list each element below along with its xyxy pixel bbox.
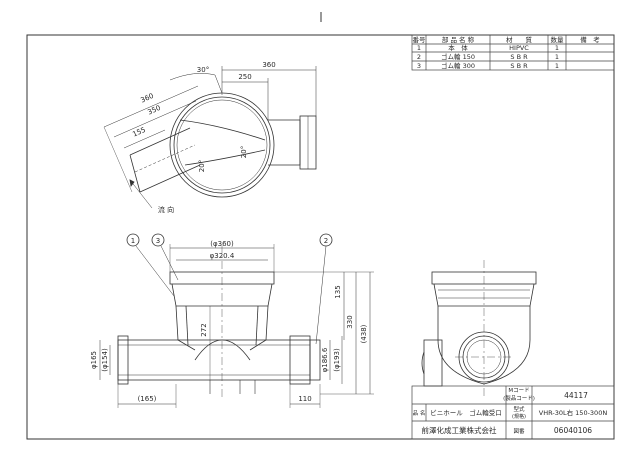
parts-table bbox=[411, 34, 615, 71]
parts-header-qty: 数量 bbox=[551, 35, 565, 44]
dim-330: 330 bbox=[346, 315, 354, 328]
dim-165: (165) bbox=[138, 395, 157, 403]
dim-diag-360: 360 bbox=[139, 92, 154, 105]
front-view bbox=[99, 233, 374, 408]
parts-row-name: 本 体 bbox=[448, 43, 468, 52]
name-value: ビニホール ゴム輪受口 bbox=[430, 408, 502, 417]
m-code-value: 44117 bbox=[564, 391, 588, 400]
balloon-2: 2 bbox=[324, 237, 328, 245]
dim-phi3204: φ320.4 bbox=[210, 252, 235, 260]
parts-row-no: 3 bbox=[417, 62, 421, 70]
parts-header-note: 備 考 bbox=[580, 35, 600, 44]
dim-110: 110 bbox=[298, 395, 311, 403]
dim-phi1866: φ186.6 bbox=[321, 347, 329, 372]
m-code-label: Mコード bbox=[508, 387, 529, 394]
model-label: 型式 bbox=[513, 405, 525, 413]
parts-row-qty: 1 bbox=[555, 44, 559, 52]
drawing-number: 06040106 bbox=[554, 426, 592, 435]
company-name: 前澤化成工業株式会社 bbox=[422, 425, 497, 435]
parts-header-no: 番号 bbox=[413, 36, 427, 44]
dim-diag-155: 155 bbox=[131, 126, 146, 139]
dim-438: (438) bbox=[360, 324, 368, 343]
model-sublabel: (規格) bbox=[512, 413, 526, 420]
dim-272: 272 bbox=[200, 323, 208, 336]
parts-header-material: 材 質 bbox=[506, 35, 533, 44]
parts-row-name: ゴム輪 150 bbox=[441, 52, 475, 61]
m-code-sublabel: (製品コード) bbox=[503, 394, 535, 402]
parts-row-no: 2 bbox=[417, 53, 421, 61]
parts-row-qty: 1 bbox=[555, 53, 559, 61]
parts-row-name: ゴム輪 300 bbox=[441, 61, 475, 70]
angle-20b: 20° bbox=[240, 146, 248, 158]
parts-row-material: S B R bbox=[510, 53, 528, 61]
dim-top-250: 250 bbox=[238, 73, 251, 81]
dim-135: 135 bbox=[334, 285, 342, 298]
parts-header-name: 部 品 名 称 bbox=[442, 35, 475, 44]
balloon-3: 3 bbox=[156, 237, 160, 245]
parts-row-qty: 1 bbox=[555, 62, 559, 70]
angle-30: 30° bbox=[197, 66, 209, 74]
parts-row-material: S B R bbox=[510, 62, 528, 70]
parts-row-material: HIPVC bbox=[509, 44, 529, 52]
side-view bbox=[421, 260, 537, 398]
dim-diag-350: 350 bbox=[146, 104, 161, 117]
dim-phi154: (φ154) bbox=[101, 348, 109, 372]
model-value: VHR-30L右 150-300N bbox=[539, 408, 608, 417]
dim-top-360: 360 bbox=[262, 61, 275, 69]
parts-row-no: 1 bbox=[417, 44, 421, 52]
top-view bbox=[103, 66, 317, 209]
drawing-frame bbox=[26, 34, 615, 440]
balloon-1: 1 bbox=[131, 237, 135, 245]
angle-20a: 20° bbox=[198, 160, 206, 172]
drawing-label: 図番 bbox=[513, 428, 525, 435]
flow-direction-label: 流 向 bbox=[158, 205, 174, 214]
dim-phi165: φ165 bbox=[90, 351, 98, 369]
name-label: 品 名 bbox=[413, 409, 426, 417]
title-block bbox=[411, 385, 615, 440]
dim-phi360: (φ360) bbox=[210, 240, 234, 248]
dim-phi193: (φ193) bbox=[333, 348, 341, 372]
